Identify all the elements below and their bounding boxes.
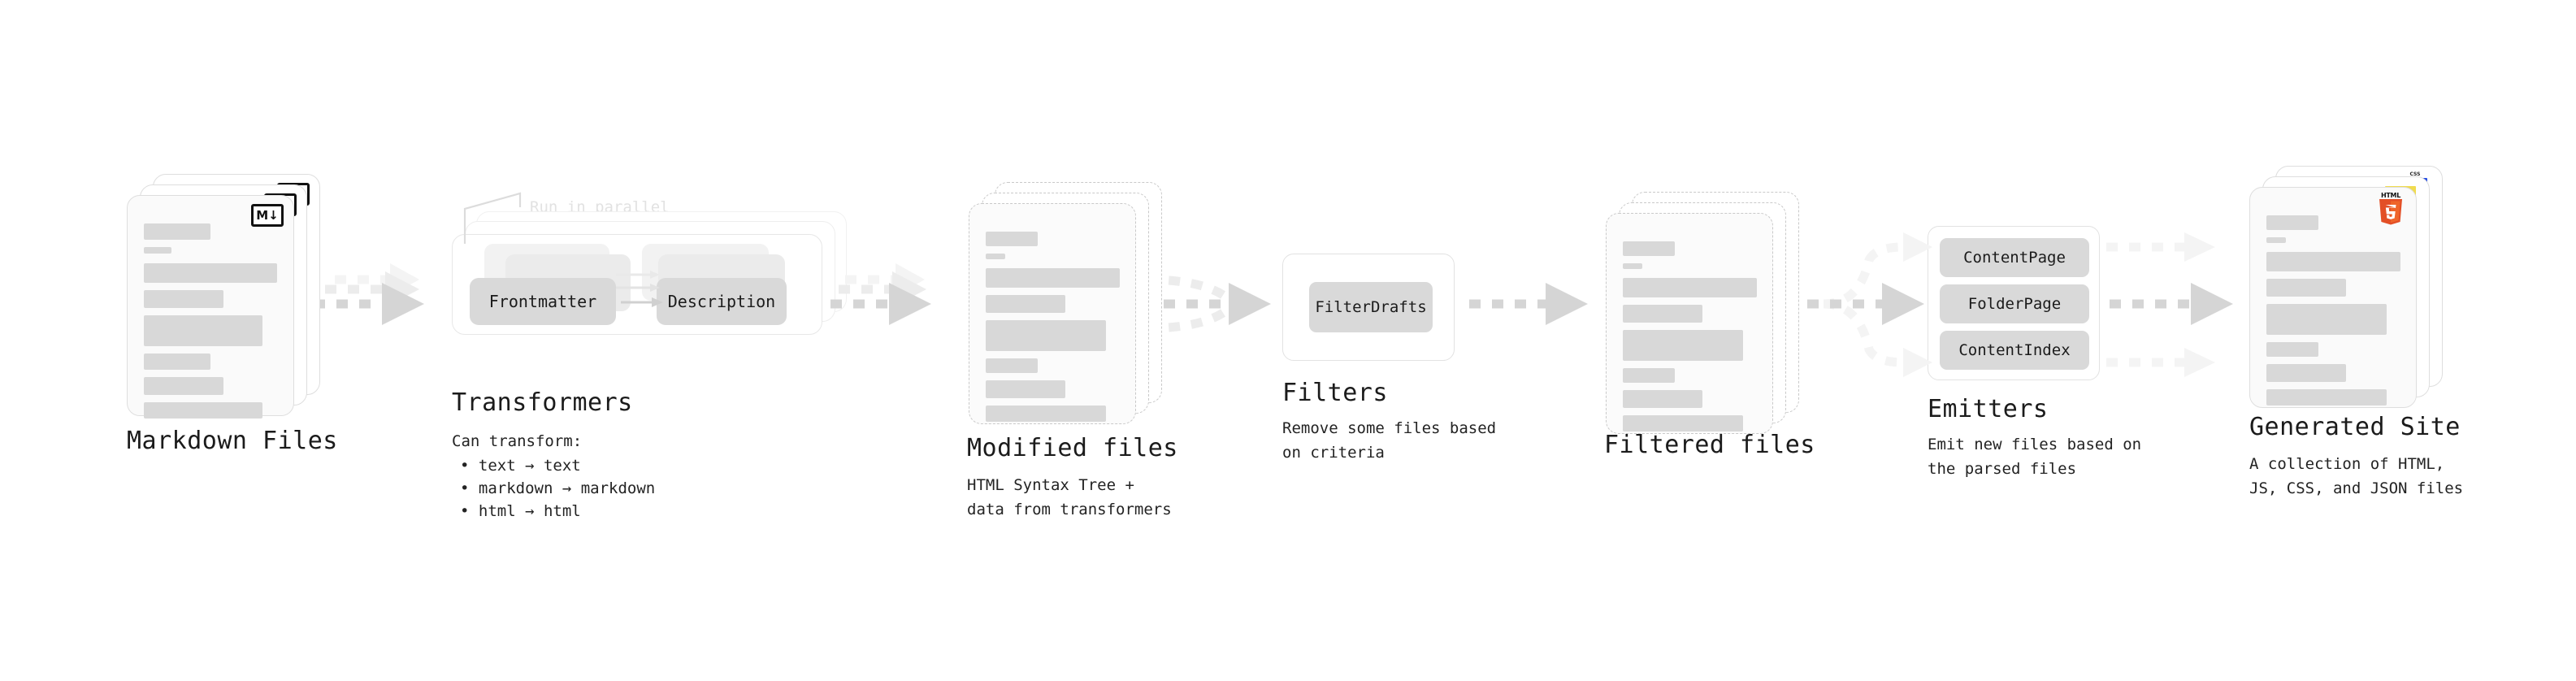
- emitter-chip-folderpage-label: FolderPage: [1967, 295, 2062, 313]
- doc-placeholder-lines: [1623, 241, 1759, 439]
- stage-subtitle-transformers: Can transform:: [452, 432, 583, 450]
- markdown-file-card-front: M↓: [127, 195, 294, 419]
- doc-placeholder-lines: [2266, 215, 2403, 413]
- arrow-emitters-to-site: [2106, 232, 2233, 377]
- filter-chip-filterdrafts[interactable]: FilterDrafts: [1309, 282, 1433, 332]
- modified-file-card-front: [969, 203, 1136, 424]
- filter-chip-filterdrafts-label: FilterDrafts: [1315, 298, 1427, 316]
- transformer-chip-frontmatter-label: Frontmatter: [488, 292, 597, 311]
- arrow-markdown-to-transformers: [314, 263, 424, 325]
- stage-title-generated-site: Generated Site: [2249, 413, 2461, 441]
- transformer-bullet-1: • markdown → markdown: [460, 479, 656, 497]
- transformer-chip-frontmatter[interactable]: Frontmatter: [470, 278, 616, 325]
- stage-title-modified-files: Modified files: [967, 434, 1178, 462]
- stage-title-transformers: Transformers: [452, 388, 633, 417]
- stage-subtitle-emitters: Emit new files based on the parsed files: [1928, 436, 2142, 478]
- markdown-files-card-stack: M↓ M↓ M↓: [127, 174, 320, 431]
- emitters-panel: ContentPage FolderPage ContentIndex: [1928, 226, 2100, 380]
- stage-subtitle-filters: Remove some files based on criteria: [1282, 419, 1497, 462]
- doc-placeholder-lines: [144, 223, 280, 426]
- generated-site-card-front: HTML: [2249, 187, 2417, 408]
- filters-panel: FilterDrafts: [1282, 254, 1455, 361]
- filtered-files-card-stack: [1606, 192, 1799, 449]
- stage-title-filtered-files: Filtered files: [1604, 431, 1815, 459]
- transformer-chip-description[interactable]: Description: [657, 278, 787, 325]
- stage-subtitle-modified-files: HTML Syntax Tree + data from transformer…: [967, 476, 1172, 518]
- modified-files-card-stack: [969, 182, 1162, 439]
- arrow-filters-to-filtered: [1469, 283, 1588, 325]
- arrow-filtered-to-emitters: [1785, 232, 1932, 377]
- stage-title-emitters: Emitters: [1928, 395, 2049, 423]
- emitter-chip-contentpage[interactable]: ContentPage: [1940, 238, 2089, 277]
- stage-title-markdown-files: Markdown Files: [127, 427, 338, 455]
- stage-subtitle-generated-site: A collection of HTML, JS, CSS, and JSON …: [2249, 455, 2464, 497]
- filtered-file-card-front: [1606, 213, 1773, 434]
- transformer-bullet-0: • text → text: [460, 457, 581, 475]
- transformer-chip-description-label: Description: [667, 292, 776, 311]
- emitter-chip-folderpage[interactable]: FolderPage: [1940, 284, 2089, 323]
- stage-title-filters: Filters: [1282, 379, 1388, 407]
- emitter-chip-contentindex-label: ContentIndex: [1958, 341, 2071, 359]
- transformer-bullet-2: • html → html: [460, 502, 581, 520]
- generated-site-card-stack: CSS HTML: [2249, 166, 2443, 423]
- html5-icon: HTML: [2377, 192, 2405, 225]
- emitter-chip-contentindex[interactable]: ContentIndex: [1940, 331, 2089, 370]
- doc-placeholder-lines: [986, 232, 1122, 429]
- emitter-chip-contentpage-label: ContentPage: [1963, 249, 2066, 267]
- markdown-icon: M↓: [251, 204, 284, 227]
